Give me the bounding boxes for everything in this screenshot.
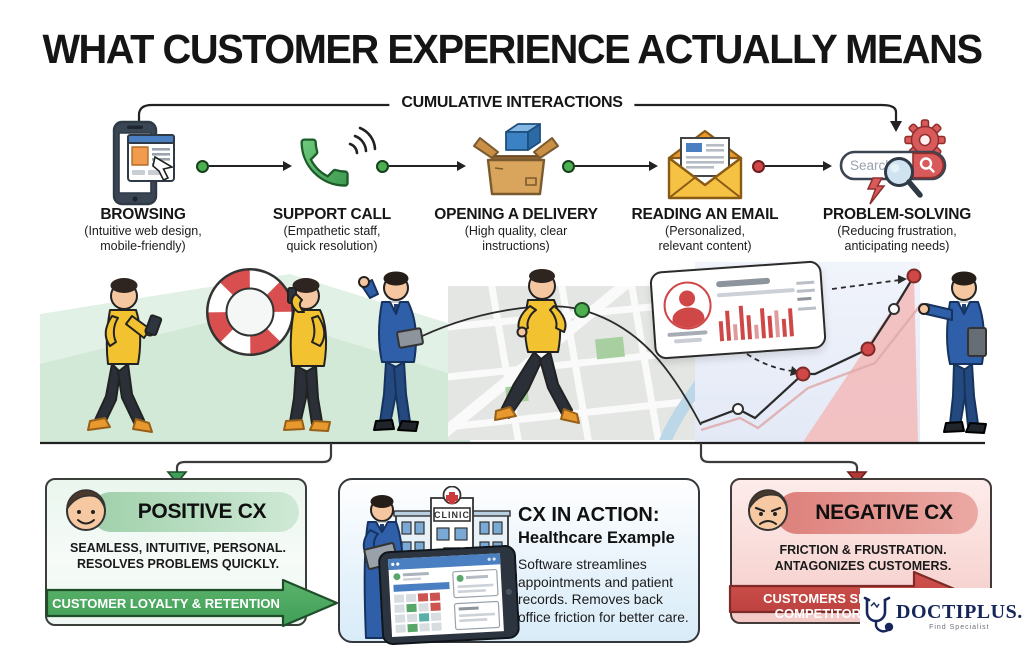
- journey-chart-layer: [40, 268, 985, 445]
- positive-banner-text: CUSTOMER LOYALTY & RETENTION: [52, 596, 280, 611]
- stage-support-call: SUPPORT CALL (Empathetic staff, quick re…: [240, 206, 424, 254]
- stage-label: PROBLEM-SOLVING: [822, 206, 972, 223]
- open-email-icon: [667, 129, 743, 200]
- flow-connector-1: [196, 159, 292, 173]
- case-subtitle: Healthcare Example: [518, 529, 675, 547]
- positive-title: POSITIVE CX: [137, 500, 267, 523]
- red-cross-icon: [446, 492, 458, 504]
- stage-sub: anticipating needs): [844, 238, 950, 253]
- presenter-suit: [918, 271, 987, 434]
- green-dot-icon: [562, 159, 575, 173]
- stage-browsing: BROWSING (Intuitive web design, mobile-f…: [51, 206, 235, 254]
- stage-label: SUPPORT CALL: [272, 206, 392, 223]
- open-delivery-box-icon: [473, 123, 559, 196]
- green-arrow-down-icon: [166, 471, 188, 485]
- flow-connector-2: [376, 159, 466, 173]
- logo-name: DOCTIPLUS.: [896, 600, 1023, 623]
- positive-line1: SEAMLESS, INTUITIVE, PERSONAL.: [70, 541, 286, 555]
- page-title: WHAT CUSTOMER EXPERIENCE ACTUALLY MEANS: [42, 26, 983, 72]
- stage-label: BROWSING: [100, 206, 186, 223]
- negative-banner-line2: COMPETITORS.: [775, 606, 874, 621]
- green-dot-icon: [574, 302, 590, 318]
- walking-man-phone: [87, 278, 163, 433]
- green-background: [40, 274, 470, 442]
- stage-problem-solving: PROBLEM-SOLVING (Reducing frustration, a…: [805, 206, 989, 254]
- doctiplus-logo: DOCTIPLUS. Find Specialist: [860, 588, 1022, 644]
- stage-sub: mobile-friendly): [100, 238, 186, 253]
- case-body: Software streamlines appointments and pa…: [518, 557, 689, 625]
- stage-sub: quick resolution): [286, 238, 378, 253]
- stage-sub: relevant content): [658, 238, 752, 253]
- stage-sub: (Reducing frustration,: [837, 224, 957, 238]
- arrow-right-icon: [823, 161, 832, 171]
- stage-sub: instructions): [482, 238, 550, 253]
- phone-browsing-icon: [112, 120, 175, 206]
- arrow-right-icon: [457, 161, 466, 171]
- green-dot-icon: [376, 159, 389, 173]
- customer-profile-card: [649, 260, 827, 360]
- lightning-icon: [866, 177, 886, 205]
- stage-sub: (High quality, clear: [464, 224, 568, 238]
- negative-title: NEGATIVE CX: [815, 501, 953, 524]
- stage-label: READING AN EMAIL: [631, 206, 779, 223]
- positive-line2: RESOLVES PROBLEMS QUICKLY.: [76, 557, 280, 571]
- arrow-right-icon: [649, 161, 658, 171]
- flow-connector-4: [752, 159, 832, 173]
- negative-line2: ANTAGONIZES CUSTOMERS.: [774, 559, 952, 573]
- stage-label: OPENING A DELIVERY: [434, 206, 598, 223]
- signal-waves-icon: [348, 126, 377, 155]
- stage-sub: (Empathetic staff,: [283, 224, 381, 238]
- stage-sub: (Personalized,: [665, 224, 745, 238]
- positive-title-pill: [91, 492, 299, 532]
- logo-tagline: Find Specialist: [929, 623, 990, 631]
- negative-banner-line1: CUSTOMERS SEEK: [763, 591, 885, 606]
- red-arrow-down-icon: [846, 471, 868, 485]
- mini-bar-chart: [717, 298, 794, 342]
- outcome-connectors: [166, 443, 868, 485]
- stage-opening-delivery: OPENING A DELIVERY (High quality, clear …: [424, 206, 608, 254]
- angry-face-icon: [748, 489, 788, 531]
- support-agent-suit: [358, 271, 424, 432]
- negative-title-pill: [776, 492, 978, 534]
- man-on-phone: [283, 278, 331, 432]
- walking-man-map: [494, 269, 580, 424]
- search-button: [912, 152, 944, 179]
- green-dot-icon: [196, 159, 209, 173]
- stethoscope-icon: [863, 596, 894, 633]
- positive-banner-arrow: CUSTOMER LOYALTY & RETENTION: [45, 578, 339, 628]
- avatar: [661, 279, 714, 332]
- support-call-icon: [300, 126, 377, 187]
- cumulative-interactions-label: CUMULATIVE INTERACTIONS: [389, 94, 635, 112]
- stage-reading-email: READING AN EMAIL (Personalized, relevant…: [613, 206, 797, 254]
- stage-sub: (Intuitive web design,: [84, 224, 202, 238]
- negative-line1: FRICTION & FRUSTRATION.: [779, 543, 947, 557]
- happy-face-icon: [66, 489, 106, 531]
- chart-echo-line: [700, 302, 923, 432]
- bracket-arrow-down-icon: [890, 121, 902, 132]
- red-dot-icon: [752, 159, 765, 173]
- case-title: CX IN ACTION:: [518, 504, 660, 526]
- tablet-scheduling-app: [378, 545, 520, 645]
- cursor-icon: [152, 155, 175, 182]
- lifebuoy-icon: [206, 268, 294, 356]
- arrow-right-icon: [283, 161, 292, 171]
- search-problem-icon: Search...: [839, 119, 947, 205]
- gear-icon: [904, 119, 946, 161]
- clinic-sign-text: CLINIC: [434, 510, 470, 520]
- flow-connector-3: [562, 159, 658, 173]
